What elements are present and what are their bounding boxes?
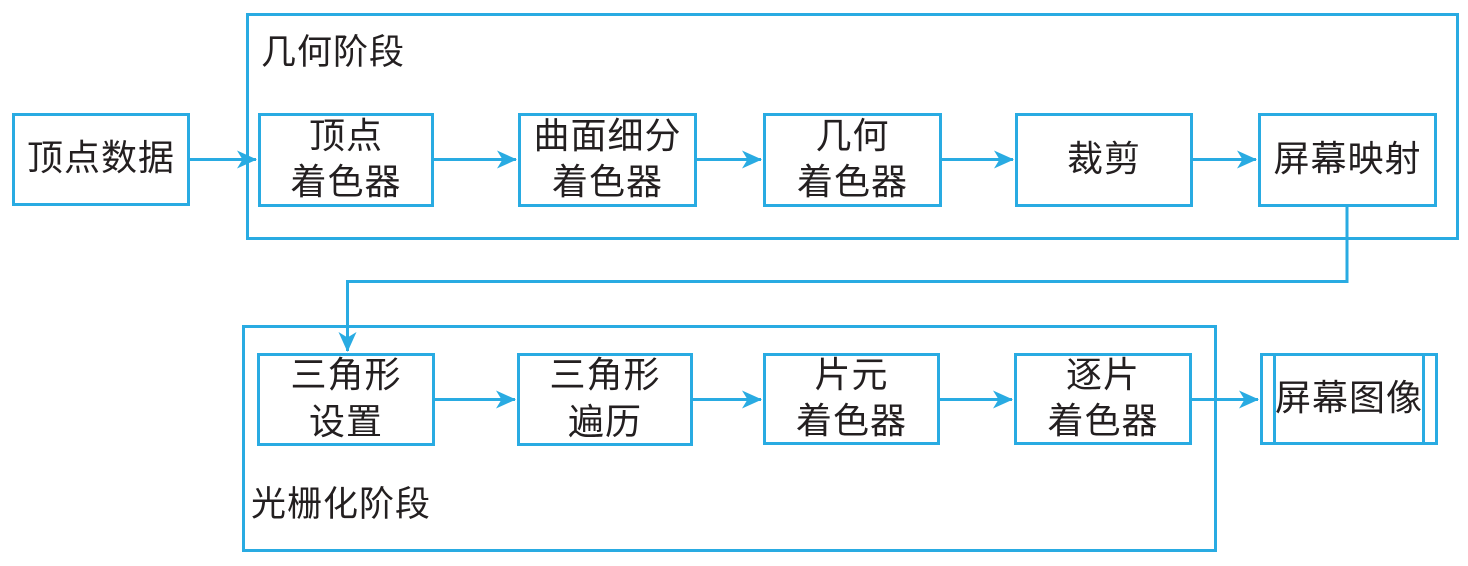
node-label-line: 曲面细分 bbox=[533, 115, 682, 157]
node-label-line: 设置 bbox=[308, 401, 383, 443]
node-per-fragment-shader: 逐片 着色器 bbox=[1014, 353, 1192, 445]
node-label-line: 顶点 bbox=[308, 115, 383, 157]
arrow-screen-mapping-to-triangle-setup bbox=[338, 206, 1349, 352]
node-label-line: 屏幕映射 bbox=[1273, 138, 1422, 180]
node-label-line: 顶点数据 bbox=[26, 138, 175, 180]
node-label-line: 三角形 bbox=[549, 355, 661, 397]
node-label-line: 着色器 bbox=[796, 162, 908, 203]
geometry-stage-label: 几何阶段 bbox=[261, 33, 406, 73]
node-screen-image: 屏幕图像 bbox=[1260, 353, 1438, 445]
node-vertex-shader: 顶点 着色器 bbox=[258, 113, 434, 207]
node-triangle-setup: 三角形 设置 bbox=[257, 353, 435, 446]
node-label-line: 逐片 bbox=[1065, 354, 1140, 396]
node-label-line: 着色器 bbox=[551, 162, 663, 203]
double-border-right-line bbox=[1422, 356, 1425, 442]
double-border-left-line bbox=[1273, 356, 1276, 442]
node-tessellation-shader: 曲面细分 着色器 bbox=[518, 113, 697, 207]
geometry-stage-container: 几何阶段 bbox=[246, 13, 1459, 240]
node-label-line: 着色器 bbox=[795, 401, 907, 442]
node-label-line: 几何 bbox=[815, 115, 890, 157]
node-label-line: 遍历 bbox=[567, 401, 642, 443]
node-clipping: 裁剪 bbox=[1015, 113, 1193, 207]
node-screen-mapping: 屏幕映射 bbox=[1258, 113, 1437, 207]
node-label-line: 片元 bbox=[814, 354, 889, 396]
node-label-line: 着色器 bbox=[290, 162, 402, 203]
node-triangle-traversal: 三角形 遍历 bbox=[517, 353, 693, 446]
node-label-line: 屏幕图像 bbox=[1274, 377, 1423, 419]
node-label-line: 三角形 bbox=[290, 355, 402, 397]
node-fragment-shader: 片元 着色器 bbox=[763, 353, 940, 445]
node-label-line: 裁剪 bbox=[1066, 138, 1141, 180]
rasterization-stage-label: 光栅化阶段 bbox=[251, 485, 432, 525]
node-vertex-data: 顶点数据 bbox=[12, 113, 190, 206]
rasterization-stage-container: 光栅化阶段 bbox=[242, 325, 1217, 552]
node-geometry-shader: 几何 着色器 bbox=[763, 113, 942, 207]
node-label-line: 着色器 bbox=[1047, 401, 1159, 442]
